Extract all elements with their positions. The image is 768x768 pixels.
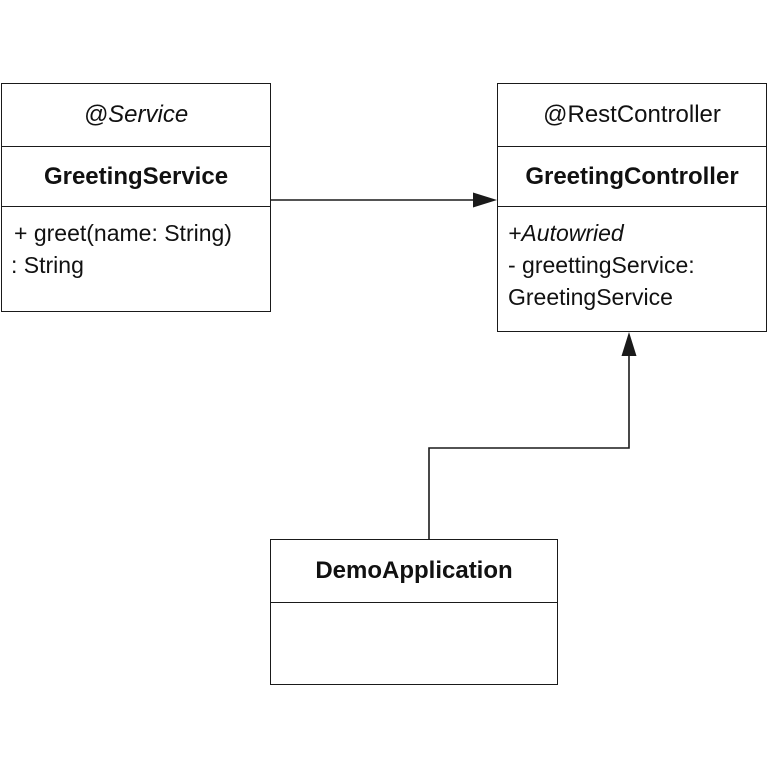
demo-application-name: DemoApplication bbox=[271, 540, 557, 603]
application-to-controller-connector bbox=[428, 332, 637, 539]
greeting-controller-stereotype: @RestController bbox=[498, 84, 766, 147]
application-to-controller-arrowhead bbox=[621, 332, 637, 356]
greeting-service-stereotype: @Service bbox=[2, 84, 270, 147]
greeting-service-members: + greet(name: String) : String bbox=[2, 207, 270, 281]
autowired-annotation: +Autowried bbox=[508, 220, 624, 246]
greeting-service-name: GreetingService bbox=[2, 147, 270, 207]
greet-method: + greet(name: String) bbox=[14, 220, 232, 246]
service-to-controller-arrowhead bbox=[473, 192, 497, 208]
application-to-controller-line bbox=[428, 352, 630, 539]
greeting-service-field-type: GreetingService bbox=[508, 284, 673, 310]
greeting-service-class[interactable]: @Service GreetingService + greet(name: S… bbox=[1, 83, 271, 312]
greeting-controller-class[interactable]: @RestController GreetingController +Auto… bbox=[497, 83, 767, 332]
demo-application-class[interactable]: DemoApplication bbox=[270, 539, 558, 685]
greeting-controller-members: +Autowried - greettingService: GreetingS… bbox=[498, 207, 766, 313]
greet-return-type: : String bbox=[11, 252, 84, 278]
demo-application-members bbox=[271, 603, 557, 683]
greeting-controller-name: GreetingController bbox=[498, 147, 766, 207]
service-to-controller-connector bbox=[271, 192, 497, 208]
greeting-service-field: - greettingService: bbox=[508, 252, 695, 278]
